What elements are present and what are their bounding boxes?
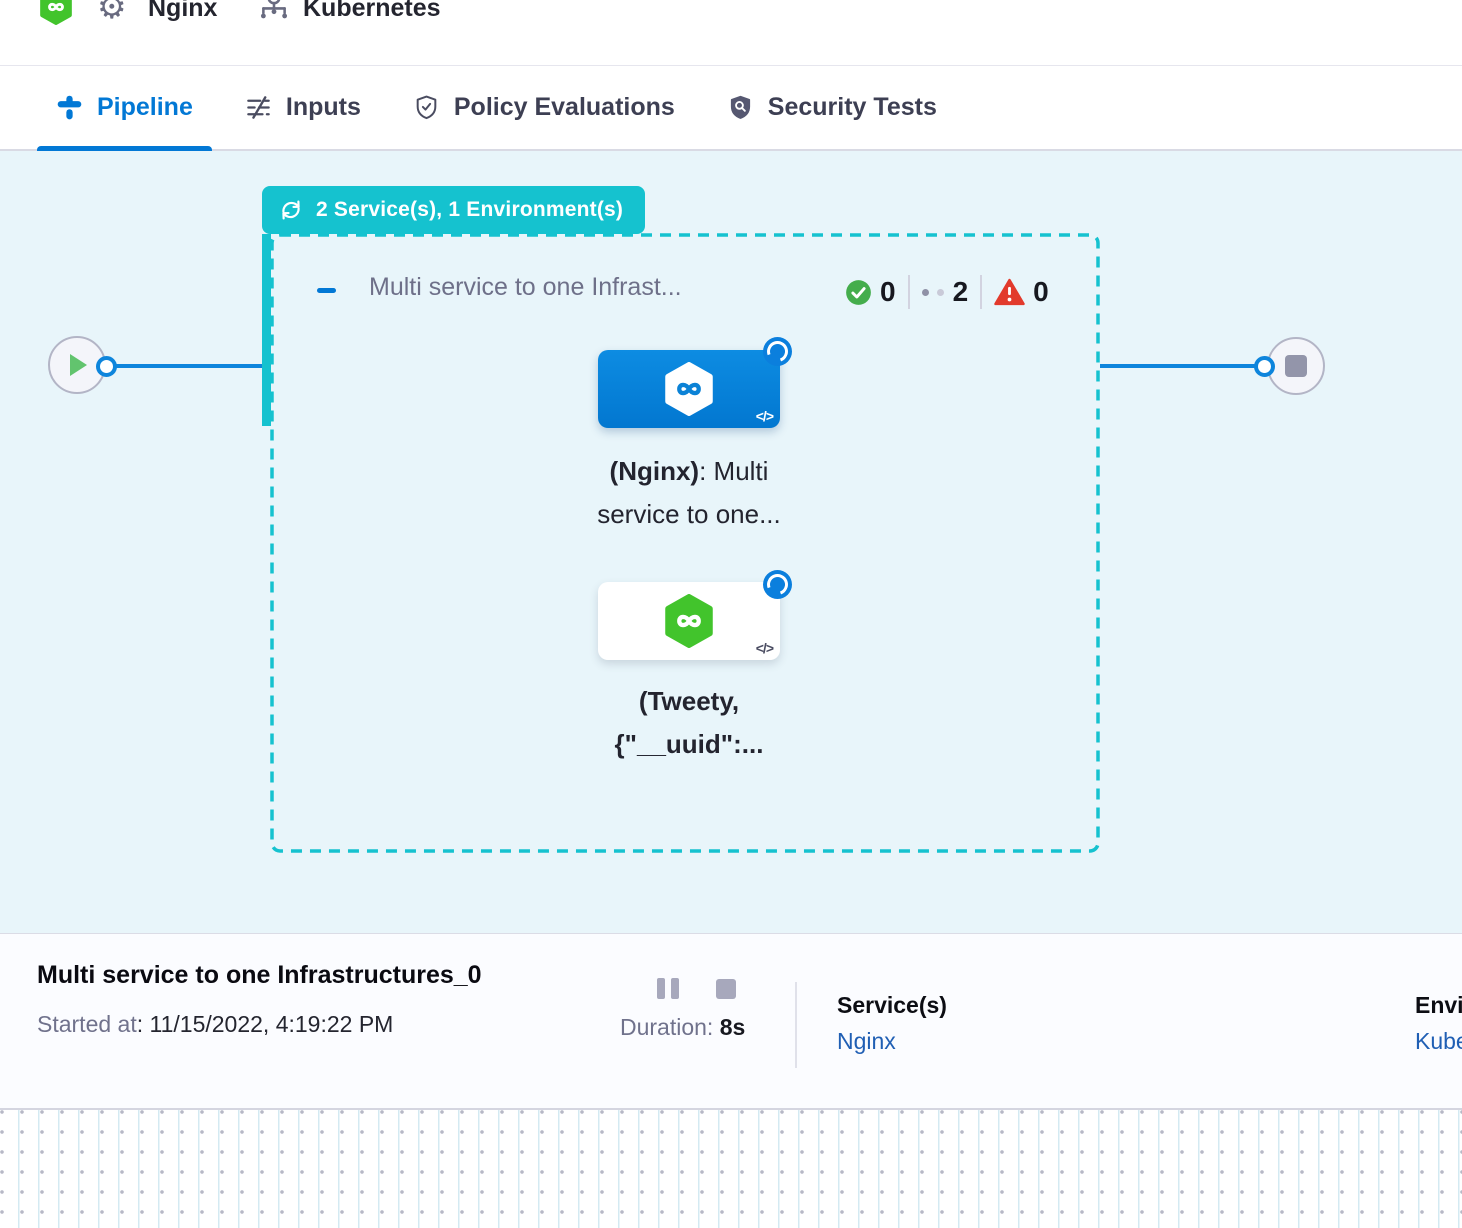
stage-group-badge-label: 2 Service(s), 1 Environment(s) <box>316 198 624 221</box>
node-label-rest: : Multi <box>699 456 769 486</box>
started-at: Started at: 11/15/2022, 4:19:22 PM <box>37 1011 393 1038</box>
failed-count: 0 <box>1033 276 1049 307</box>
harness-service-icon <box>665 362 713 416</box>
services-label: Service(s) <box>837 992 947 1018</box>
security-shield-scan-icon <box>730 95 750 119</box>
pipeline-icon <box>57 95 82 120</box>
stage-group-badge[interactable]: 2 Service(s), 1 Environment(s) <box>262 186 646 234</box>
duration-value: 8s <box>719 1014 746 1040</box>
end-node <box>1267 337 1325 395</box>
stop-icon <box>1285 355 1307 377</box>
tab-label: Inputs <box>285 93 361 121</box>
node-nginx-card[interactable]: </> <box>598 350 780 428</box>
running-spinner-icon <box>763 570 792 599</box>
edge-stage-to-end <box>1100 364 1257 368</box>
policy-shield-check-icon <box>416 95 437 120</box>
divider <box>795 982 797 1068</box>
stop-button[interactable] <box>716 979 736 999</box>
started-at-label: Started at <box>37 1011 137 1037</box>
node-label-line2: service to one... <box>597 499 781 529</box>
stage-status-counts: 0 2 0 <box>845 275 1049 309</box>
connector-port <box>1254 356 1275 377</box>
tab-policy-evaluations[interactable]: Policy Evaluations <box>395 66 693 149</box>
tab-security-tests[interactable]: Security Tests <box>709 66 955 149</box>
stage-progress-bar <box>262 234 271 426</box>
connector-port <box>96 356 117 377</box>
node-tweety-label: (Tweety, {"__uuid":... <box>489 680 889 766</box>
started-at-value: : 11/15/2022, 4:19:22 PM <box>136 1011 394 1037</box>
success-count: 0 <box>880 276 896 307</box>
pause-button[interactable] <box>657 978 679 999</box>
node-label-line2: {"__uuid":... <box>614 729 764 759</box>
collapse-stage-button[interactable] <box>317 288 336 293</box>
environment-label: Environment(s) <box>1415 992 1462 1018</box>
stage-group-border <box>270 233 1100 853</box>
node-tweety-card[interactable]: </> <box>598 582 780 660</box>
harness-logo-icon <box>40 0 72 25</box>
services-link[interactable]: Nginx <box>837 1028 896 1054</box>
divider <box>980 275 983 309</box>
environment-link[interactable]: Kubernetes <box>1415 1028 1462 1054</box>
tab-bar: Pipeline Inputs Policy Evaluations Secur… <box>0 66 1462 151</box>
success-check-icon <box>846 279 871 305</box>
edge-start-to-stage <box>112 364 264 368</box>
duration-label: Duration: <box>620 1014 720 1040</box>
tab-pipeline[interactable]: Pipeline <box>37 66 212 151</box>
failed-warning-icon <box>994 278 1025 306</box>
node-nginx-label: (Nginx): Multi service to one... <box>489 450 889 536</box>
duration: Duration: 8s <box>620 1014 745 1041</box>
pipeline-canvas[interactable]: 2 Service(s), 1 Environment(s) Multi ser… <box>0 151 1462 933</box>
tab-label: Pipeline <box>97 93 193 121</box>
inputs-icon <box>247 96 270 119</box>
running-spinner-icon <box>763 337 792 366</box>
node-label-bold: (Tweety, <box>638 686 740 716</box>
kubernetes-icon <box>260 0 288 19</box>
gear-icon: ⚙ <box>97 0 127 25</box>
code-glyph: </> <box>755 640 774 656</box>
execution-summary-bar: Multi service to one Infrastructures_0 S… <box>0 933 1462 1110</box>
code-glyph: </> <box>755 408 774 424</box>
running-dots-icon <box>921 288 944 296</box>
loop-icon <box>282 200 300 220</box>
harness-service-icon <box>665 594 713 648</box>
execution-title: Multi service to one Infrastructures_0 <box>37 961 482 989</box>
divider <box>907 275 910 309</box>
breadcrumb-service[interactable]: Nginx <box>148 0 218 22</box>
tab-inputs[interactable]: Inputs <box>227 66 379 149</box>
tab-label: Security Tests <box>767 93 937 121</box>
running-count: 2 <box>952 276 969 307</box>
play-icon <box>70 354 87 376</box>
stage-title[interactable]: Multi service to one Infrast... <box>369 273 682 301</box>
tab-label: Policy Evaluations <box>453 93 675 121</box>
node-label-bold: (Nginx) <box>609 456 700 486</box>
canvas-dot-grid <box>0 1110 1462 1228</box>
breadcrumb-bar: ⚙ Nginx Kubernetes <box>0 0 1462 66</box>
breadcrumb-environment[interactable]: Kubernetes <box>303 0 441 22</box>
